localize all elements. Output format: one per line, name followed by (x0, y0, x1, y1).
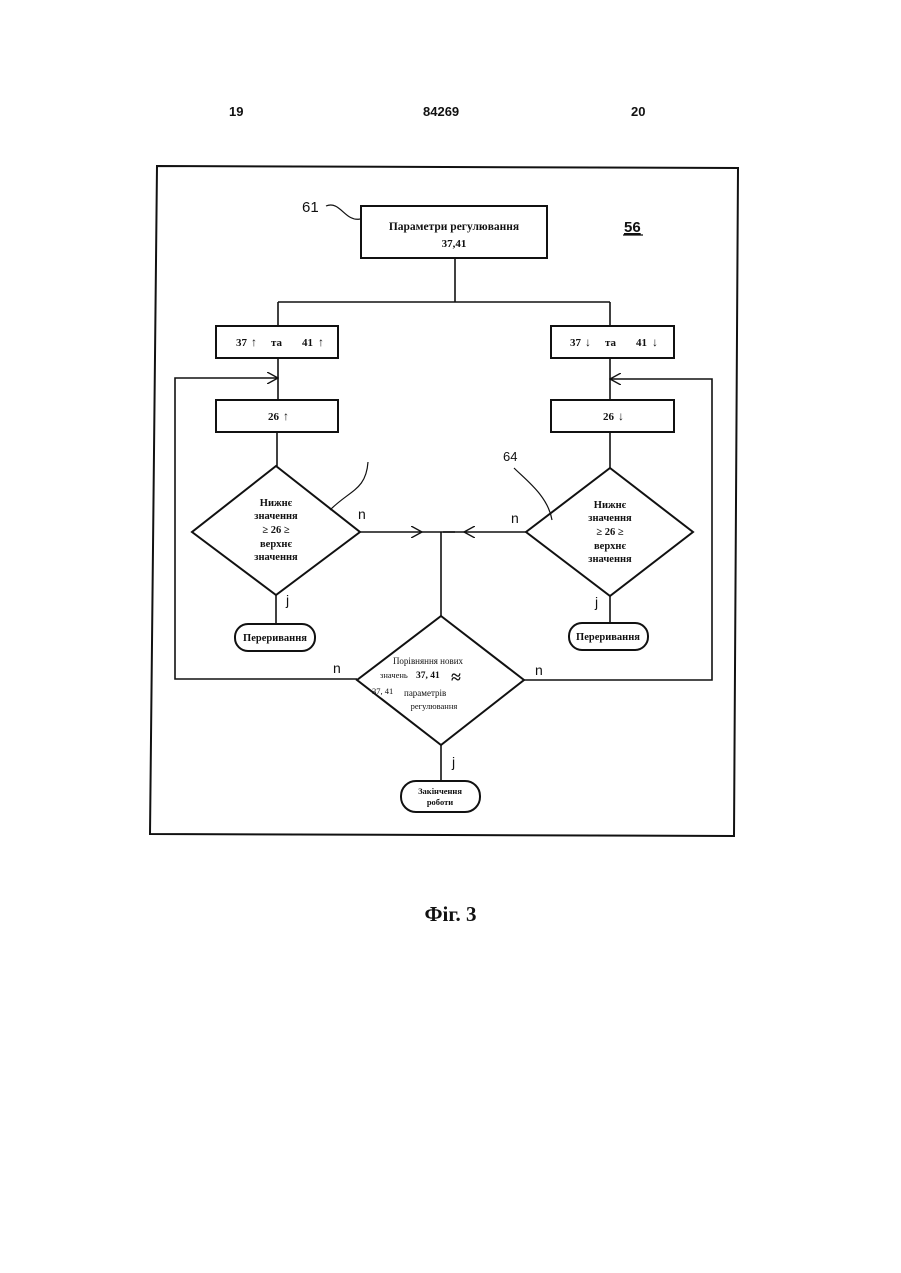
down-arrow-icon: ↓ (652, 335, 658, 349)
right-decision-line5: значення (588, 554, 632, 565)
right-no-label: n (511, 510, 519, 526)
compare-line3-a: 37, 41 (372, 686, 393, 696)
compare-line2-b: 37, 41 (416, 671, 440, 681)
right-decision-line4: верхнє (594, 541, 626, 552)
left-step-value: 26 (268, 411, 280, 423)
right-decision-line3: ≥ 26 ≥ (596, 527, 624, 538)
figure-caption: Фіг. 3 (0, 902, 901, 927)
right-decision-line1: Нижнє (594, 500, 627, 511)
leader-line-64 (514, 468, 552, 520)
compare-decision (357, 616, 524, 745)
ref-label-64: 64 (503, 449, 517, 464)
left-adjust-b: 41 (302, 337, 313, 349)
end-line1: Закінчення (418, 786, 462, 796)
right-decision-line2: значення (588, 513, 632, 524)
right-step-value: 26 (603, 411, 615, 423)
left-yes-label: j (285, 592, 289, 608)
right-adjust-a: 37 (570, 337, 582, 349)
left-decision-line1: Нижнє (260, 498, 293, 509)
approx-icon: ≈ (451, 667, 461, 687)
left-adjust-conj: та (271, 337, 283, 349)
compare-line4: регулювання (411, 701, 458, 711)
left-decision-line5: значення (254, 552, 298, 563)
leader-line-61 (326, 205, 360, 219)
start-box-line2: 37,41 (442, 238, 467, 250)
up-arrow-icon: ↑ (318, 335, 324, 349)
leader-line (330, 462, 368, 510)
compare-line2-a: значень (380, 670, 408, 680)
up-arrow-icon: ↑ (283, 409, 289, 423)
up-arrow-icon: ↑ (251, 335, 257, 349)
right-yes-label: j (594, 594, 598, 610)
left-adjust-a: 37 (236, 337, 248, 349)
down-arrow-icon: ↓ (585, 335, 591, 349)
right-interrupt-label: Переривання (576, 632, 640, 643)
compare-yes-label: j (451, 754, 455, 770)
left-interrupt-label: Переривання (243, 633, 307, 644)
compare-line3-b: параметрів (404, 688, 446, 698)
right-adjust-b: 41 (636, 337, 647, 349)
ref-label-61: 61 (302, 199, 319, 216)
left-decision-line3: ≥ 26 ≥ (262, 525, 290, 536)
left-decision-line4: верхнє (260, 539, 292, 550)
right-adjust-conj: та (605, 337, 617, 349)
compare-left-no-label: n (333, 660, 341, 676)
compare-line1: Порівняння нових (393, 656, 464, 666)
start-box-line1: Параметри регулювання (389, 221, 519, 233)
compare-right-no-label: n (535, 662, 543, 678)
down-arrow-icon: ↓ (618, 409, 624, 423)
end-line2: роботи (427, 797, 453, 807)
ref-label-56: 56 (624, 219, 641, 236)
left-no-label: n (358, 506, 366, 522)
left-decision-line2: значення (254, 511, 298, 522)
